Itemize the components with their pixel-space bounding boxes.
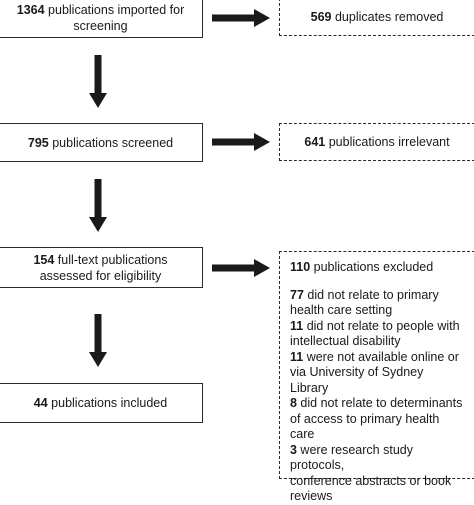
irrelevant-text: publications irrelevant [325, 135, 450, 149]
excluded-text: publications excluded [310, 260, 434, 274]
arrow-down-icon [89, 179, 107, 232]
exclusion-reason-2: 11 did not relate to people with intelle… [290, 319, 464, 350]
imported-text: publications imported for [44, 3, 185, 17]
arrow-right-icon [212, 133, 270, 151]
reason-text: via University of Sydney Library [290, 365, 424, 395]
fulltext-publications-box: 154 full-text publications assessed for … [0, 247, 203, 288]
reason-count: 3 [290, 442, 297, 457]
reason-text: conference abstracts or book [290, 473, 452, 488]
exclusion-reason-1: 77 did not relate to primary health care… [290, 288, 464, 319]
included-publications-box: 44 publications included [0, 383, 203, 423]
reason-count: 11 [290, 318, 304, 333]
reason-text: did not relate to primary [303, 287, 439, 302]
reason-count: 77 [290, 287, 304, 302]
reason-text: reviews [290, 489, 333, 503]
reason-text: health care setting [290, 303, 393, 317]
irrelevant-publications-box: 641 publications irrelevant [279, 123, 474, 161]
excluded-publications-box: 110 publications excluded 77 did not rel… [279, 251, 474, 503]
irrelevant-count: 641 [304, 135, 326, 149]
reason-text: were research study protocols, [290, 442, 413, 473]
imported-count: 1364 [16, 3, 45, 17]
screened-publications-box: 795 publications screened [0, 123, 203, 162]
reason-text: did not relate to people with [303, 318, 460, 333]
arrow-right-icon [212, 259, 270, 277]
duplicates-text: duplicates removed [331, 10, 444, 24]
imported-text-line2: screening [73, 19, 128, 33]
fulltext-text-line2: assessed for eligibility [39, 268, 162, 283]
duplicates-removed-box: 569 duplicates removed [279, 0, 474, 36]
arrow-right-icon [212, 9, 270, 27]
reason-count: 11 [290, 349, 304, 364]
fulltext-count: 154 [33, 252, 55, 267]
screened-count: 795 [27, 135, 49, 150]
screened-text: publications screened [48, 135, 174, 150]
exclusion-reason-4: 8 did not relate to determinants of acce… [290, 396, 464, 443]
exclusion-reason-3: 11 were not available online or via Univ… [290, 350, 464, 397]
arrow-down-icon [89, 314, 107, 367]
fulltext-text: full-text publications [54, 252, 168, 267]
reason-text: intellectual disability [290, 334, 401, 348]
reason-text: were not available online or [303, 349, 459, 364]
included-count: 44 [33, 396, 48, 410]
included-text: publications included [47, 396, 168, 410]
imported-publications-box: 1364 publications imported for screening [0, 0, 203, 38]
arrow-down-icon [89, 55, 107, 108]
reason-text: of access to primary health care [290, 411, 440, 442]
duplicates-count: 569 [310, 10, 332, 24]
reason-text: did not relate to determinants [296, 396, 463, 410]
reason-count: 8 [290, 396, 297, 410]
excluded-count: 110 [290, 260, 311, 274]
excluded-heading: 110 publications excluded [290, 260, 464, 276]
